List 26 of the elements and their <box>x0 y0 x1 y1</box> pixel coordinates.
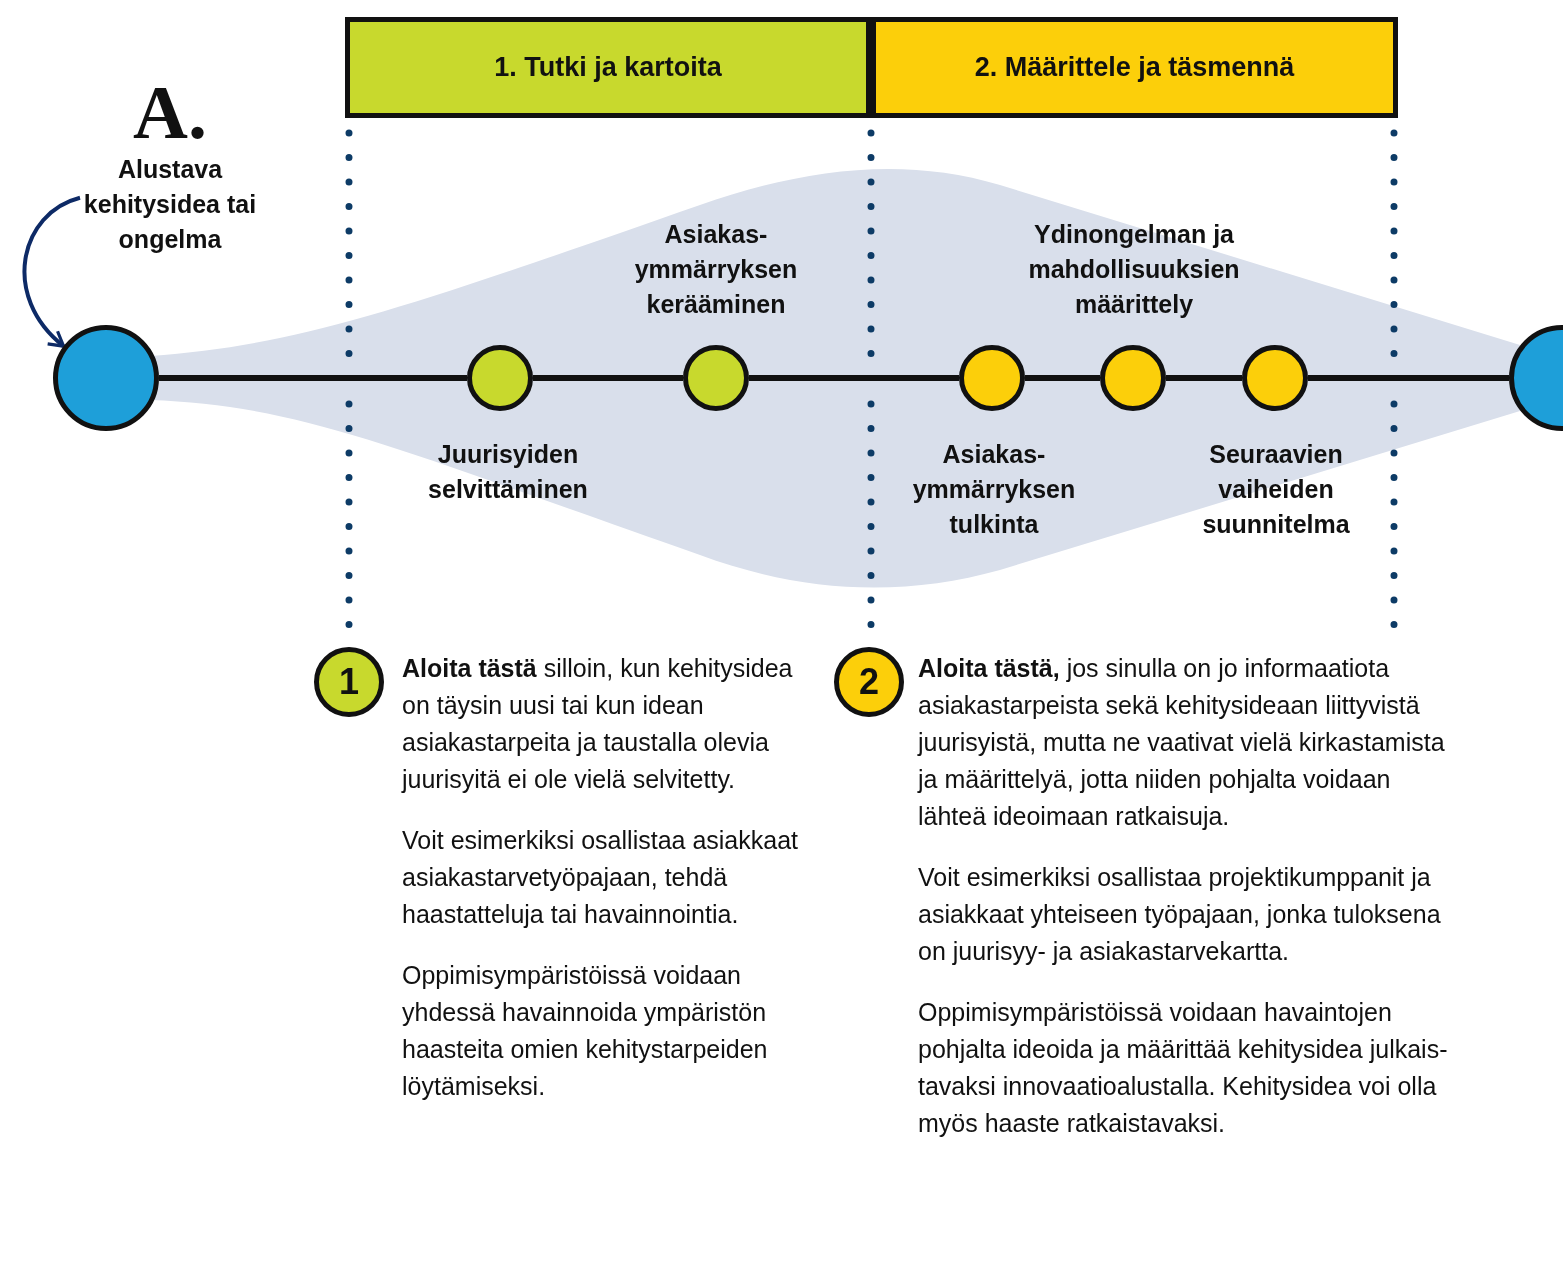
phase-bar <box>345 17 871 118</box>
step-label: Seuraavien vaiheiden suunnitelma <box>1201 439 1351 540</box>
connector-line <box>1166 375 1242 381</box>
step-label: Asiakas- ymmärryksen kerääminen <box>633 219 799 320</box>
description-paragraph: Aloita tästä, jos sinulla on jo informaatiota asiakastarpeista sekä kehitysideaan liittyvistä juurisyistä, mutta ne vaativat vielä kirkastamista ja määrittelyä, jotta niiden pohjalta voidaan lähteä ideoimaan ratkaisuja. <box>918 653 1446 832</box>
description-paragraph: Voit esimerkiksi osallistaa projektikumppanit ja asiakkaat yhteiseen työpajaan, jonka tuloksena on juurisyy- ja asiakastarvekartta. <box>918 862 1442 967</box>
description-paragraph: Aloita tästä silloin, kun kehitysidea on täysin uusi tai kun idean asiakastarpeita ja taustalla olevia juurisyitä ei ole vielä selvitetty. <box>402 653 794 795</box>
heading-letter: A. <box>133 72 207 152</box>
phase-title: 2. Määrittele ja täsmennä <box>974 52 1295 83</box>
phase-title: 1. Tutki ja kartoita <box>494 52 722 83</box>
description-paragraph: Oppimisympäristöissä voidaan havaintojen pohjalta ideoida ja määrittää kehitysidea julkais-tavaksi innovaatioalustalla. Kehitysidea voi olla myös haaste ratkaistavaksi. <box>918 997 1448 1139</box>
connector-line <box>159 375 467 381</box>
description-paragraph: Oppimisympäristöissä voidaan yhdessä havainnoida ympäristön haasteita omien kehitystarpeiden löytämiseksi. <box>402 960 769 1102</box>
curved-arrow <box>22 195 81 348</box>
number-badge: 1 <box>314 647 384 717</box>
description-paragraph: Voit esimerkiksi osallistaa asiakkaat asiakastarvetyöpajaan, tehdä haastatteluja tai havainnointia. <box>402 825 799 930</box>
phase-bar <box>871 17 1398 118</box>
connector-line <box>1308 375 1509 381</box>
connector-line <box>1025 375 1100 381</box>
number-badge: 2 <box>834 647 904 717</box>
connector-line <box>533 375 683 381</box>
step-label: Juurisyiden selvittäminen <box>427 439 589 505</box>
connector-line <box>749 375 959 381</box>
step-label: Asiakas- ymmärryksen tulkinta <box>911 439 1077 540</box>
step-label: Ydinongelman ja mahdollisuuksien määrittely <box>1027 219 1241 320</box>
start-label: Alustava kehitysidea tai ongelma <box>82 154 258 255</box>
